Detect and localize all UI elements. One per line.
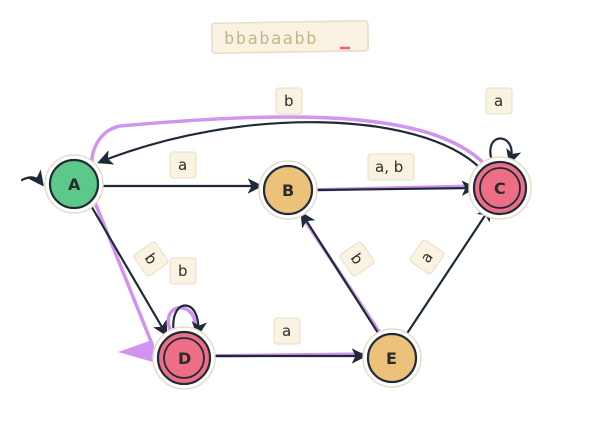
svg-text:b: b <box>178 262 188 280</box>
label-E-B: b <box>339 241 375 277</box>
edge-E-B <box>300 211 382 338</box>
label-D-self: b <box>169 257 197 285</box>
state-A-label: A <box>68 175 81 194</box>
state-B[interactable]: B <box>258 160 318 220</box>
edge-C-self <box>489 137 522 168</box>
label-D-E: a <box>273 317 301 345</box>
svg-text:a: a <box>178 156 187 174</box>
states: A B C D E <box>44 154 532 390</box>
highlight-C-to-A <box>90 115 492 172</box>
label-E-C: a <box>409 239 445 275</box>
edge-E-C <box>402 205 492 340</box>
svg-text:a, b: a, b <box>375 158 403 176</box>
label-C-A: b <box>275 87 303 115</box>
svg-text:b: b <box>284 92 294 110</box>
svg-text:a: a <box>494 92 503 110</box>
label-A-D: b <box>133 241 169 277</box>
state-E-label: E <box>386 349 397 368</box>
state-B-label: B <box>282 181 294 200</box>
edge-D-self <box>172 304 207 338</box>
edge-B-C <box>314 180 478 196</box>
input-string-tag: bbabaabb <box>211 19 369 55</box>
state-C[interactable]: C <box>468 156 532 220</box>
state-A[interactable]: A <box>44 154 104 214</box>
label-B-C: a, b <box>367 153 415 181</box>
edge-labels: a b a a, b b b a b <box>133 87 513 345</box>
edge-C-A <box>97 121 482 170</box>
state-D[interactable]: D <box>152 326 216 390</box>
input-current-symbol: b <box>306 29 318 49</box>
state-E[interactable]: E <box>362 328 422 388</box>
label-A-B: a <box>169 151 197 179</box>
edges <box>20 121 522 364</box>
highlight-A-to-D <box>92 198 154 346</box>
input-prefix: bbabaab <box>224 29 306 49</box>
label-C-self: a <box>485 87 513 115</box>
svg-text:bbabaabb: bbabaabb <box>224 29 318 49</box>
state-C-label: C <box>494 179 506 198</box>
state-D-label: D <box>178 349 191 368</box>
edge-A-D <box>88 202 168 337</box>
svg-text:a: a <box>282 322 291 340</box>
edge-start-arrow <box>20 169 44 187</box>
highlight-start-marker <box>118 340 160 364</box>
